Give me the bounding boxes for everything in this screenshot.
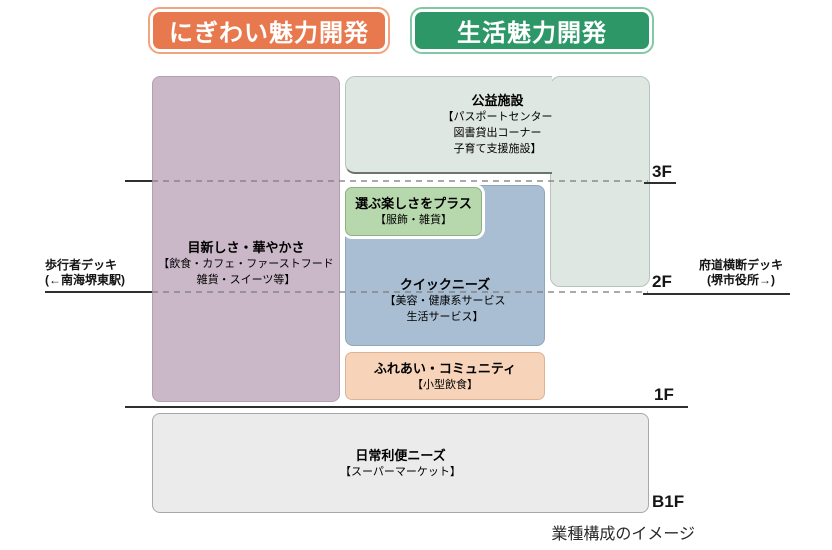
floor-line-2f-right [643, 293, 790, 295]
diagram-caption: 業種構成のイメージ [551, 526, 695, 543]
block-public-line: 子育て支援施設】 [453, 142, 542, 155]
floor-line-3f-left [125, 180, 152, 182]
block-daily-line: 【スーパーマーケット】 [340, 465, 461, 478]
block-quick-line: 生活サービス】 [406, 311, 484, 323]
floor-label-1f: 1F [654, 385, 674, 404]
deck-label-prefectural-road: 府道横断デッキ (堺市役所→) [690, 258, 792, 288]
floor-label-2f: 2F [652, 272, 672, 291]
floor-line-2f-left [45, 291, 152, 293]
deck-left-line1: 歩行者デッキ [45, 258, 118, 272]
block-public-line: 【パスポートセンター [442, 110, 553, 123]
floor-line-3f-right [644, 182, 676, 184]
floor-line-3f-dashed [152, 180, 648, 182]
deck-right-line2: (堺市役所→) [707, 273, 775, 287]
block-novelty-line: 雑貨・スイーツ等】 [196, 273, 296, 286]
badge-nigiwai-development: にぎわい魅力開発 [150, 9, 388, 52]
block-daily-title: 日常利便ニーズ [355, 447, 446, 463]
block-select-title: 選ぶ楽しさをプラス [355, 196, 472, 211]
block-novelty-line: 【飲食・カフェ・ファーストフード [158, 257, 334, 270]
block-quick-line: 【美容・健康系サービス [384, 295, 506, 307]
block-daily-needs: 日常利便ニーズ 【スーパーマーケット】 [152, 413, 649, 513]
deck-right-line1: 府道横断デッキ [698, 258, 783, 272]
block-community-title: ふれあい・コミュニティ [373, 360, 517, 376]
block-public-line: 図書貸出コーナー [453, 126, 542, 139]
block-public-wide [345, 76, 552, 174]
block-novelty: 目新しさ・華やかさ 【飲食・カフェ・ファーストフード 雑貨・スイーツ等】 [152, 76, 340, 402]
floor-label-b1f: B1F [652, 492, 685, 511]
block-select-line: 【服飾・雑貨】 [375, 214, 452, 226]
badge-nigiwai-label: にぎわい魅力開発 [169, 20, 369, 47]
block-public: 公益施設 【パスポートセンター 図書貸出コーナー 子育て支援施設】 [345, 76, 650, 172]
badge-seikatsu-development: 生活魅力開発 [412, 9, 652, 52]
block-community: ふれあい・コミュニティ 【小型飲食】 [345, 352, 545, 400]
block-select-fun: 選ぶ楽しさをプラス 【服飾・雑貨】 [345, 187, 482, 236]
block-public-title: 公益施設 [471, 92, 524, 108]
floor-line-2f-dashed [152, 291, 648, 293]
block-community-line: 【小型飲食】 [412, 378, 478, 391]
block-novelty-title: 目新しさ・華やかさ [187, 239, 305, 255]
deck-label-pedestrian: 歩行者デッキ (←南海堺東駅) [45, 258, 160, 288]
floor-label-3f: 3F [652, 162, 672, 181]
floor-line-1f [125, 406, 688, 408]
block-quick-title: クイックニーズ [399, 277, 491, 292]
deck-left-line2: (←南海堺東駅) [45, 273, 125, 287]
badge-seikatsu-label: 生活魅力開発 [457, 20, 607, 47]
